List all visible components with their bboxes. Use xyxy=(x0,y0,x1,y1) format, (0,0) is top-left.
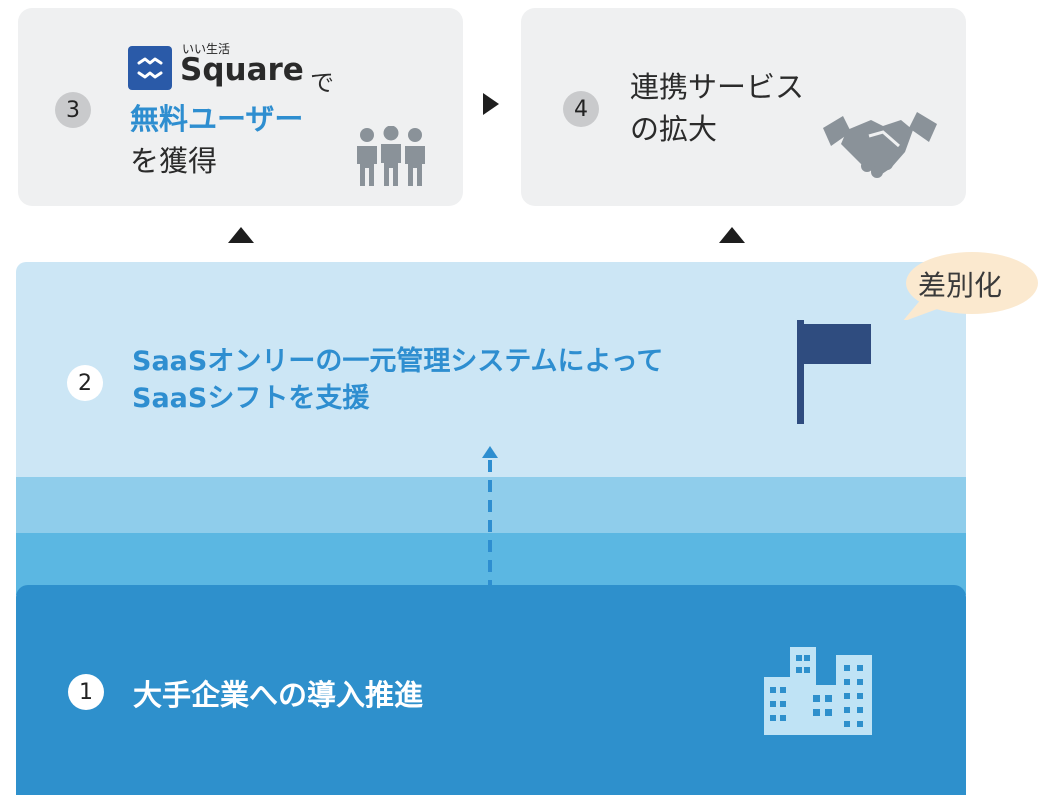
logo-brand: Square xyxy=(180,52,304,88)
step1-label: 大手企業への導入推進 xyxy=(133,678,424,712)
buildings-icon xyxy=(764,647,872,735)
step4-number: 4 xyxy=(563,91,599,127)
step4-card: 4 連携サービス の拡大 xyxy=(521,8,966,206)
step2-number: 2 xyxy=(67,365,103,401)
square-logo-icon xyxy=(128,46,172,90)
step3-card: 3 いい生活 Square で 無料ユーザー を獲得 xyxy=(18,8,463,206)
layer-step2 xyxy=(16,262,966,477)
step4-line2: の拡大 xyxy=(630,112,718,146)
step3-number: 3 xyxy=(55,92,91,128)
layer-step1: 1 大手企業への導入推進 xyxy=(16,585,966,795)
step2-line1: SaaSオンリーの一元管理システムによって xyxy=(132,346,664,377)
step2-line2: SaaSシフトを支援 xyxy=(132,383,370,414)
step4-line1: 連携サービス xyxy=(630,70,805,104)
dashed-arrow-up-icon xyxy=(482,446,498,586)
handshake-icon xyxy=(823,112,937,178)
flag-icon xyxy=(797,320,871,424)
step1-number: 1 xyxy=(68,674,104,710)
logo-suffix: で xyxy=(310,69,334,97)
bubble-label: 差別化 xyxy=(918,269,1003,302)
arrow-up-icon-left xyxy=(228,227,254,243)
arrow-up-icon-right xyxy=(719,227,745,243)
speech-bubble xyxy=(903,252,1038,320)
arrow-right-icon xyxy=(483,93,499,115)
step3-highlight: 無料ユーザー xyxy=(130,102,304,136)
logo-small-text: いい生活 xyxy=(182,42,231,56)
people-icon xyxy=(357,126,425,186)
step3-text: を獲得 xyxy=(130,144,218,178)
